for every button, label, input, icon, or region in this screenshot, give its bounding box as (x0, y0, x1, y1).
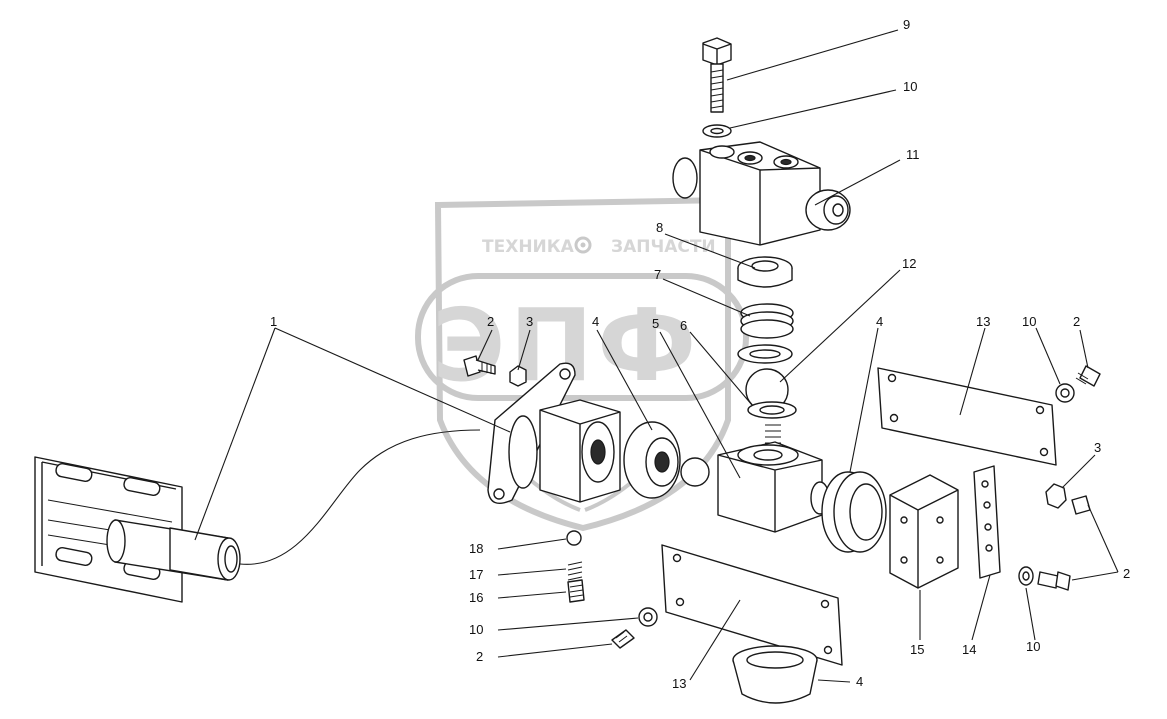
callout-9: 9 (903, 17, 910, 32)
callout-10: 10 (469, 622, 483, 637)
cup-4-right (821, 471, 887, 553)
cup-4-bottom (732, 645, 818, 704)
seat-5 (747, 401, 797, 419)
callout-2: 2 (487, 314, 494, 329)
callout-10: 10 (903, 79, 917, 94)
callout-7: 7 (654, 267, 661, 282)
bolt-2-right-bottom (1037, 571, 1071, 591)
callout-18: 18 (469, 541, 483, 556)
watermark-line2: ЗАПЧАСТИ (611, 237, 716, 257)
callout-4: 4 (856, 674, 863, 689)
bracket-tube (106, 519, 241, 581)
nut-3-left (509, 365, 527, 387)
callout-2: 2 (1123, 566, 1130, 581)
pipe-line (239, 429, 481, 565)
valve-body-11 (672, 141, 851, 246)
gasket-13-lower (661, 544, 843, 666)
plug-16 (567, 579, 585, 603)
spring-17 (567, 561, 583, 581)
watermark: ТЕХНИКА ЗАПЧАСТИ ЭПФ (415, 196, 749, 532)
stem-spring (765, 424, 781, 444)
washer-10-lower (638, 607, 658, 627)
block-15 (889, 474, 959, 589)
strip-14 (973, 465, 1001, 579)
cross-body (680, 441, 830, 533)
watermark-oval (415, 273, 749, 401)
callout-14: 14 (962, 642, 976, 657)
left-block (508, 399, 621, 503)
washer-6 (737, 344, 793, 364)
callout-3: 3 (1094, 440, 1101, 455)
callout-13: 13 (976, 314, 990, 329)
ball-18 (566, 530, 582, 546)
leader-lines (194, 29, 1119, 683)
bolt-2-left (463, 355, 496, 377)
callout-11: 11 (906, 147, 920, 162)
callout-16: 16 (469, 590, 483, 605)
callout-6: 6 (680, 318, 687, 333)
gear-icon (574, 236, 592, 254)
callout-1: 1 (270, 314, 277, 329)
nut-8 (737, 256, 793, 288)
bolt-9 (702, 37, 732, 113)
callout-2: 2 (1073, 314, 1080, 329)
washer-10-right-bottom (1018, 566, 1034, 586)
watermark-line1: ТЕХНИКА (482, 237, 575, 257)
callout-17: 17 (469, 567, 483, 582)
bolt-2-lower (611, 629, 635, 649)
watermark-shield (434, 196, 731, 532)
bolt-2-right-top (1075, 365, 1101, 387)
callouts: 9 10 11 8 12 7 1 2 3 4 5 6 4 13 10 2 3 2… (270, 17, 1130, 691)
cup-4-left (623, 421, 681, 499)
callout-15: 15 (910, 642, 924, 657)
spring-7 (740, 303, 794, 339)
callout-4: 4 (592, 314, 599, 329)
callout-8: 8 (656, 220, 663, 235)
washer-10-top (702, 124, 732, 138)
callout-3: 3 (526, 314, 533, 329)
callout-5: 5 (652, 316, 659, 331)
callout-4: 4 (876, 314, 883, 329)
callout-12: 12 (902, 256, 916, 271)
callout-10: 10 (1022, 314, 1036, 329)
bolt-2-right-mid (1071, 495, 1091, 515)
callout-2: 2 (476, 649, 483, 664)
nut-3-right (1045, 483, 1067, 509)
callout-13: 13 (672, 676, 686, 691)
washer-10-right-top (1055, 383, 1075, 403)
gasket-13-upper (877, 367, 1057, 466)
callout-10: 10 (1026, 639, 1040, 654)
